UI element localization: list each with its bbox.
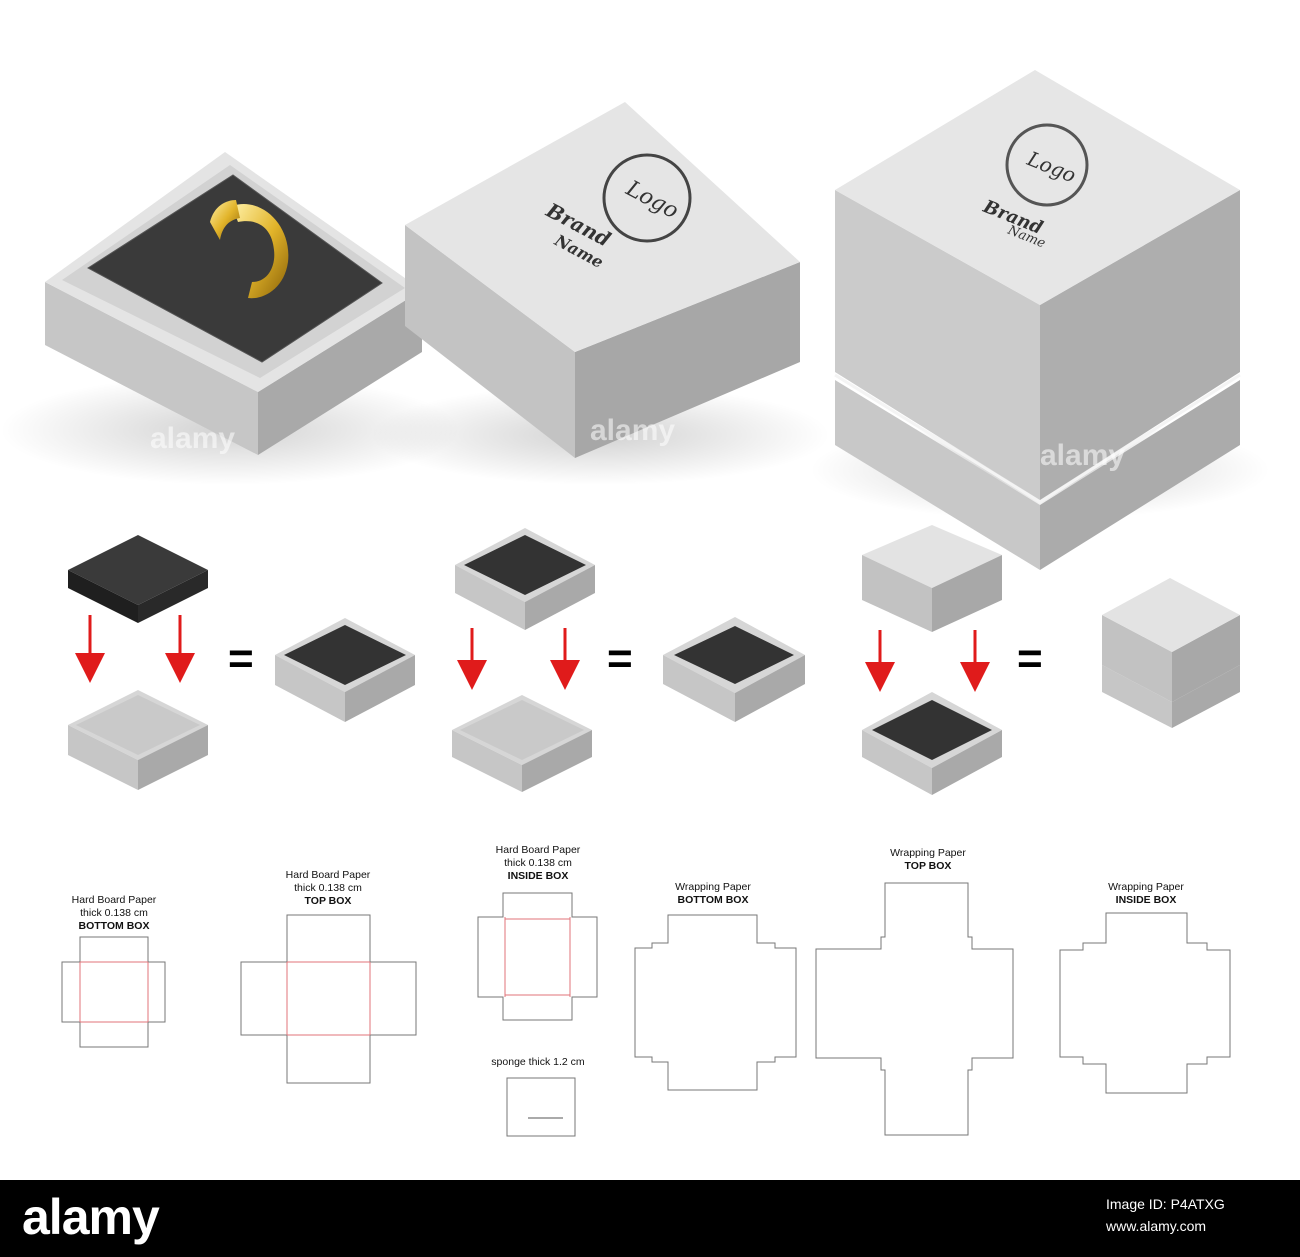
closed-assembled-box bbox=[1102, 578, 1240, 728]
equals-sign: = bbox=[607, 634, 633, 683]
template-label: BOTTOM BOX bbox=[79, 920, 150, 932]
cut-line bbox=[240, 914, 417, 1084]
cut-line bbox=[61, 936, 166, 1048]
template-label: INSIDE BOX bbox=[1116, 894, 1177, 906]
watermark: alamy bbox=[150, 422, 235, 455]
image-id: Image ID: P4ATXG bbox=[1106, 1196, 1225, 1212]
template-label: INSIDE BOX bbox=[508, 870, 569, 882]
assembly-step-2: = bbox=[452, 528, 805, 792]
site-url: www.alamy.com bbox=[1106, 1218, 1207, 1234]
sponge-cut bbox=[506, 1077, 576, 1137]
cut-line bbox=[634, 914, 797, 1091]
tray-with-sponge bbox=[275, 618, 415, 722]
fold-line bbox=[504, 917, 571, 997]
packaging-diagram: alamy Logo Brand Name alamy Logo Brand N… bbox=[0, 70, 1270, 1137]
bottom-with-insert bbox=[862, 692, 1002, 795]
template-label: Hard Board Paper bbox=[496, 844, 581, 856]
footer-brand: alamy bbox=[22, 1189, 160, 1245]
template-label: Wrapping Paper bbox=[1108, 881, 1184, 893]
template-top-box: Hard Board Paper thick 0.138 cm TOP BOX bbox=[240, 869, 417, 1084]
logo-circle bbox=[602, 153, 692, 243]
sponge-insert bbox=[88, 175, 382, 362]
template-label: BOTTOM BOX bbox=[678, 894, 749, 906]
assembly-step-3: = bbox=[862, 525, 1240, 795]
hero-boxes: alamy Logo Brand Name alamy Logo Brand N… bbox=[0, 70, 1270, 570]
template-wrap-bottom: Wrapping Paper BOTTOM BOX bbox=[634, 881, 797, 1091]
sponge-pad bbox=[68, 535, 208, 623]
watermark: alamy bbox=[1040, 439, 1125, 472]
cut-line bbox=[1059, 912, 1231, 1094]
template-label: thick 0.138 cm bbox=[504, 857, 572, 869]
top-lid bbox=[862, 525, 1002, 632]
ring bbox=[210, 200, 289, 299]
fold-line bbox=[286, 961, 371, 1036]
cut-line bbox=[477, 892, 598, 1021]
template-label: thick 0.138 cm bbox=[294, 882, 362, 894]
template-label: TOP BOX bbox=[905, 860, 952, 872]
assembly-step-1: = bbox=[68, 535, 415, 790]
template-label: Wrapping Paper bbox=[675, 881, 751, 893]
lid-box: Logo Brand Name alamy bbox=[405, 102, 800, 458]
template-wrap-inside: Wrapping Paper INSIDE BOX bbox=[1059, 881, 1231, 1094]
template-label: Wrapping Paper bbox=[890, 847, 966, 859]
template-label: Hard Board Paper bbox=[72, 894, 157, 906]
closed-box: Logo Brand Name alamy bbox=[834, 70, 1241, 570]
template-bottom-box: Hard Board Paper thick 0.138 cm BOTTOM B… bbox=[61, 894, 166, 1048]
logo-circle bbox=[1005, 123, 1089, 207]
equals-sign: = bbox=[228, 634, 254, 683]
template-label: Hard Board Paper bbox=[286, 869, 371, 881]
fold-line bbox=[79, 961, 149, 1023]
template-label: sponge thick 1.2 cm bbox=[491, 1056, 585, 1068]
empty-tray bbox=[68, 690, 208, 790]
cut-line bbox=[815, 882, 1014, 1136]
template-label: thick 0.138 cm bbox=[80, 907, 148, 919]
template-inside-box: Hard Board Paper thick 0.138 cm INSIDE B… bbox=[477, 844, 598, 1137]
open-ring-box: alamy bbox=[45, 152, 422, 455]
inside-box-with-sponge bbox=[455, 528, 595, 630]
equals-sign: = bbox=[1017, 634, 1043, 683]
template-label: TOP BOX bbox=[305, 895, 352, 907]
assembled-bottom bbox=[663, 617, 805, 722]
watermark: alamy bbox=[590, 414, 675, 447]
bottom-box bbox=[452, 695, 592, 792]
template-wrap-top: Wrapping Paper TOP BOX bbox=[815, 847, 1014, 1136]
footer-bar: alamy Image ID: P4ATXG www.alamy.com bbox=[0, 1180, 1300, 1257]
